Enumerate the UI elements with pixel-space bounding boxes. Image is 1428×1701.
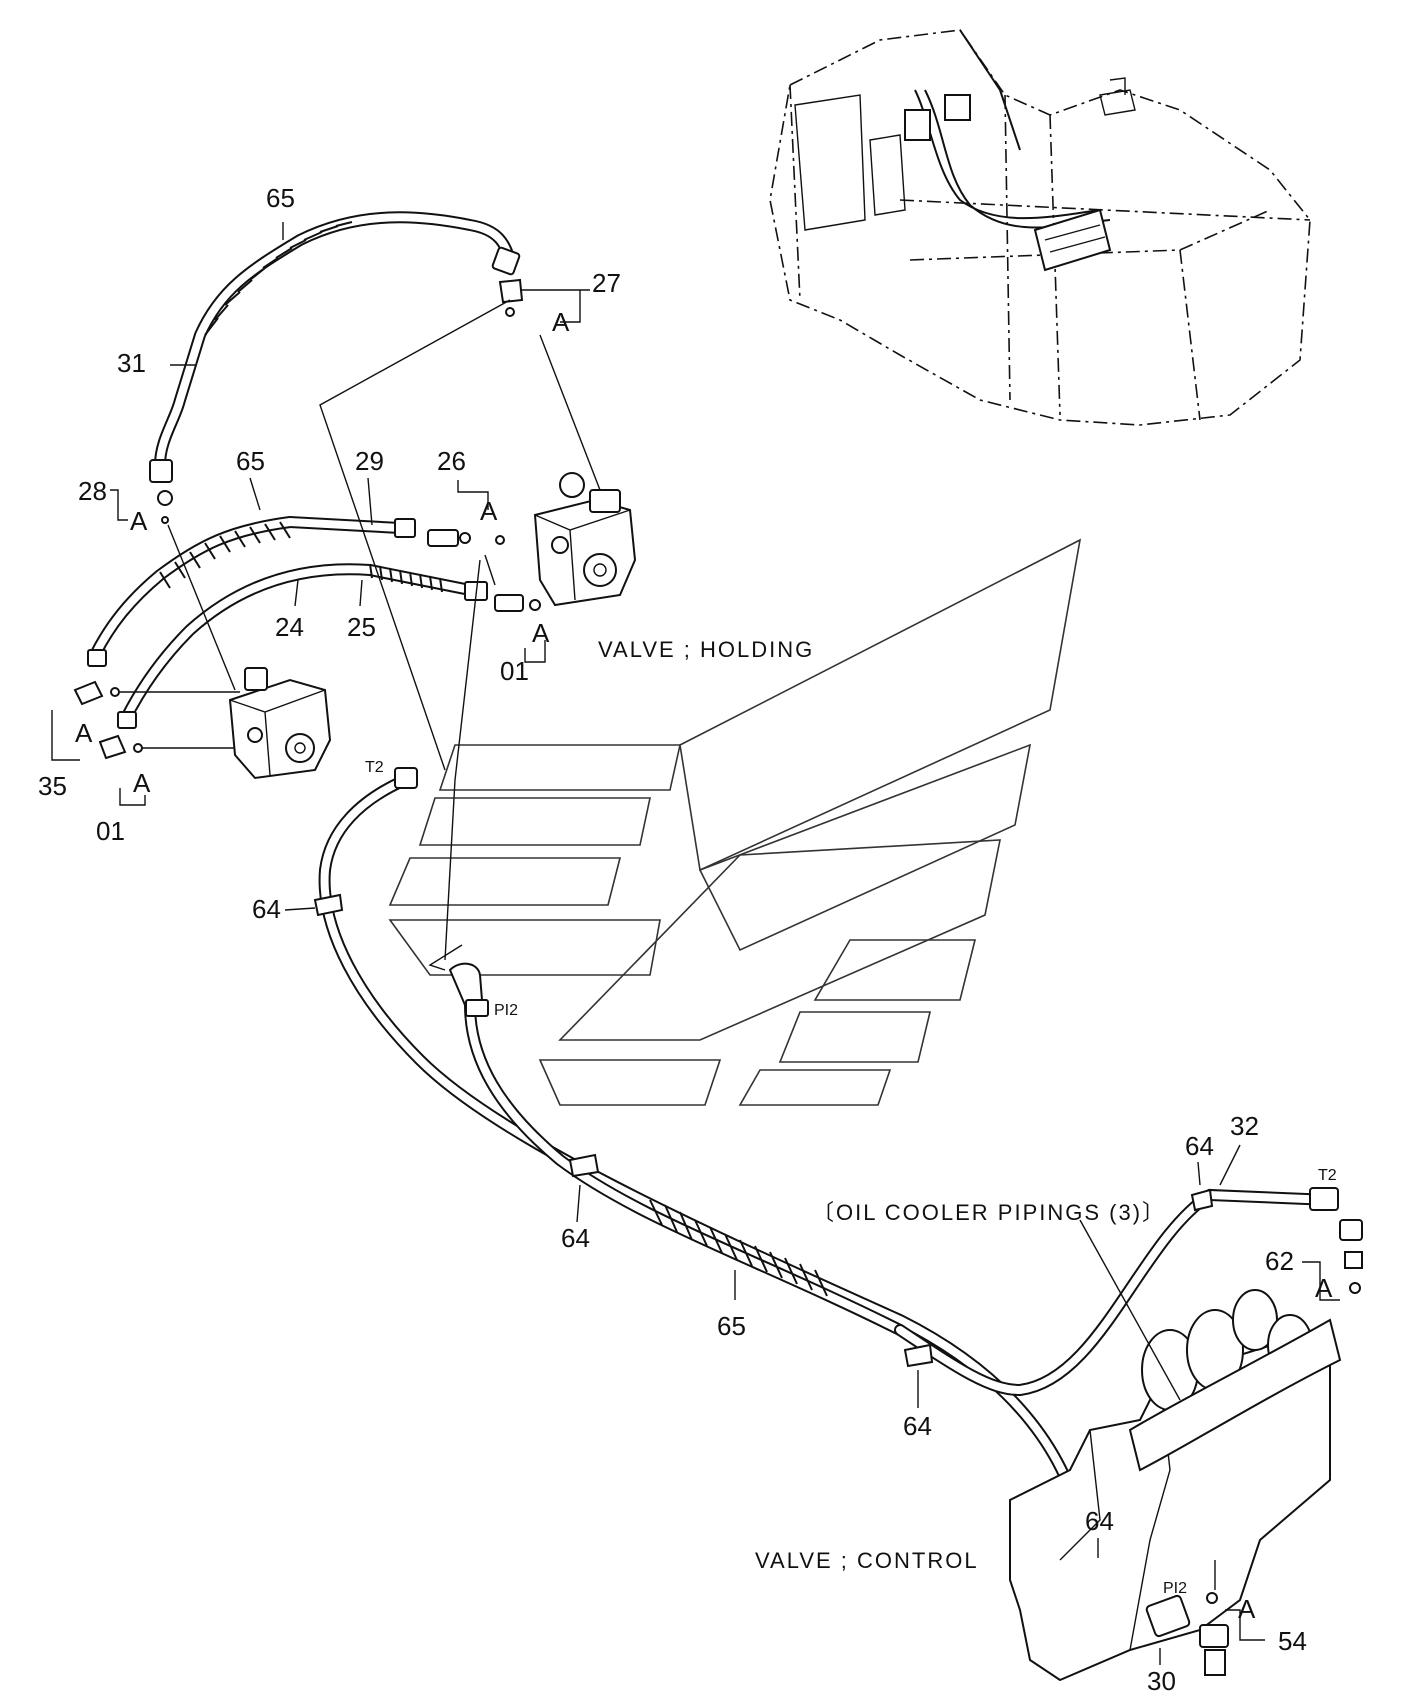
excavator-location-view [769, 29, 1311, 426]
callout-54: 54 [1278, 1626, 1307, 1656]
part-callouts: 65 27 31 28 65 29 26 24 25 01 35 01 64 6… [38, 183, 1307, 1696]
group-letter-a: A [552, 307, 570, 337]
clamps-64 [313, 893, 1214, 1574]
caption-labels: VALVE ; HOLDING VALVE ; CONTROL 〔OIL COO… [598, 637, 1166, 1573]
callout-65: 65 [266, 183, 295, 213]
group-letter-a: A [130, 506, 148, 536]
port-label-t2-upper: T2 [365, 759, 384, 776]
callout-28: 28 [78, 476, 107, 506]
group-letter-a: A [133, 768, 151, 798]
callout-24: 24 [275, 612, 304, 642]
group-letter-a: A [480, 496, 498, 526]
valve-holding-lower [73, 667, 332, 780]
callout-64: 64 [1185, 1131, 1214, 1161]
callout-64: 64 [903, 1411, 932, 1441]
callout-25: 25 [347, 612, 376, 642]
callout-35: 35 [38, 771, 67, 801]
hose-assembly-29-65 [87, 515, 471, 667]
callout-27: 27 [592, 268, 621, 298]
watermark-logo [388, 538, 1082, 1106]
callout-26: 26 [437, 446, 466, 476]
port-label-pi2-lower: PI2 [1163, 1580, 1187, 1597]
callout-65: 65 [717, 1311, 746, 1341]
group-letter-a: A [1315, 1273, 1333, 1303]
group-letters: A A A A A A A A [75, 307, 1333, 1624]
callout-65: 65 [236, 446, 265, 476]
callout-01: 01 [96, 816, 125, 846]
port-labels: T2 PI2 T2 PI2 [365, 759, 1337, 1597]
group-letter-a: A [532, 618, 550, 648]
hose-assembly-31-65 [149, 211, 524, 524]
connection-lines [167, 299, 601, 971]
valve-holding-upper [495, 472, 637, 607]
callout-64: 64 [1085, 1506, 1114, 1536]
callout-64: 64 [561, 1223, 590, 1253]
caption-valve-control: VALVE ; CONTROL [755, 1548, 979, 1573]
port-label-t2-lower: T2 [1318, 1167, 1337, 1184]
callout-30: 30 [1147, 1666, 1176, 1696]
callout-62: 62 [1265, 1246, 1294, 1276]
valve-control [1009, 1289, 1342, 1682]
main-hose-pi2 [448, 962, 1363, 1397]
group-letter-a: A [75, 718, 93, 748]
callout-32: 32 [1230, 1111, 1259, 1141]
caption-valve-holding: VALVE ; HOLDING [598, 637, 814, 662]
group-letter-a: A [1238, 1594, 1256, 1624]
callout-31: 31 [117, 348, 146, 378]
caption-oil-cooler-pipings: 〔OIL COOLER PIPINGS (3)〕 [812, 1200, 1166, 1225]
callout-29: 29 [355, 446, 384, 476]
port-label-pi2-middle: PI2 [494, 1002, 518, 1019]
callout-01: 01 [500, 656, 529, 686]
leader-lines [51, 222, 1340, 1665]
callout-64: 64 [252, 894, 281, 924]
